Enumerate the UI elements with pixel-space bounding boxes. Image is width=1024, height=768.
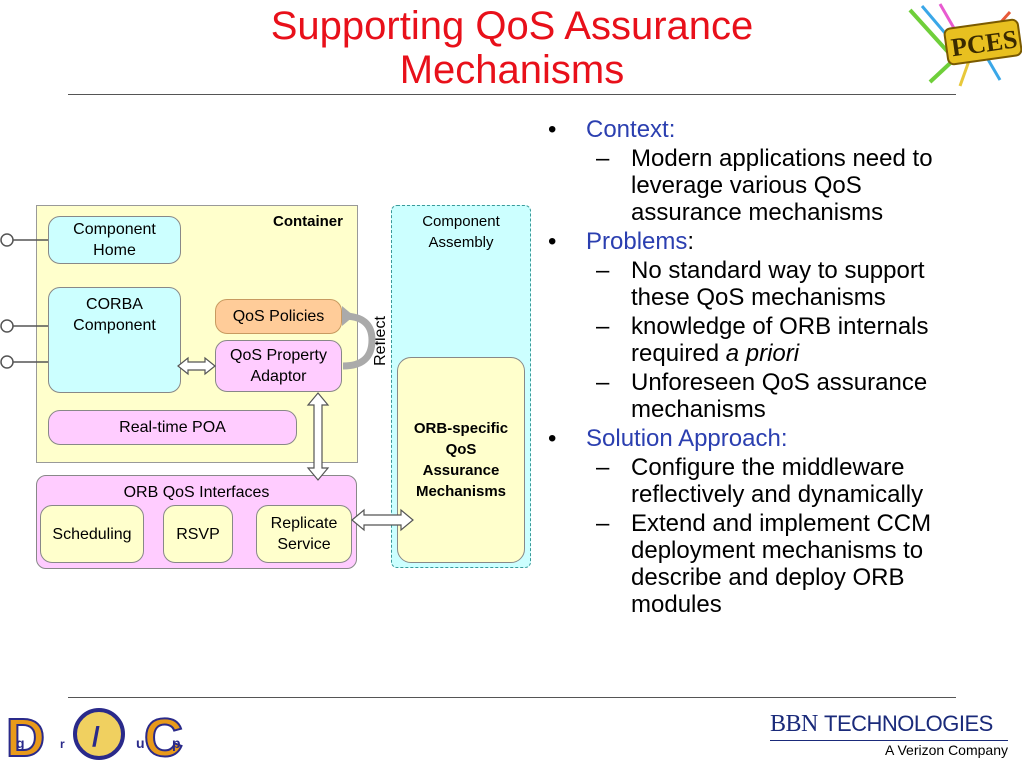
title-line-1: Supporting QoS Assurance <box>270 4 754 48</box>
diagram-arrows <box>177 306 414 532</box>
bbn-underline <box>770 740 1008 741</box>
orb-qos-interfaces-label: ORB QoS Interfaces <box>123 484 270 501</box>
bullet-solution: •Solution Approach: <box>548 425 788 452</box>
realtime-poa-box: Real-time POA <box>48 410 297 445</box>
bullet-context: •Context: <box>548 116 676 143</box>
sub-bullet: – knowledge of ORB internals required a … <box>596 313 929 367</box>
container-label: Container <box>272 213 343 230</box>
svg-text:u: u <box>136 735 145 751</box>
component-assembly-label: Component Assembly <box>422 213 500 251</box>
scheduling-box: Scheduling <box>40 505 144 563</box>
svg-text:C: C <box>144 708 183 764</box>
bullet-problems: •Problems: <box>548 228 695 255</box>
slide-title: Supporting QoS Assurance Mechanisms <box>160 4 864 92</box>
svg-text:p: p <box>172 735 181 751</box>
pces-logo-icon: PCES <box>908 3 1022 87</box>
qos-policies-box: QoS Policies <box>215 299 342 334</box>
port-connectors <box>0 233 48 369</box>
title-line-2: Mechanisms <box>399 48 625 92</box>
svg-text:/: / <box>92 721 100 752</box>
svg-text:D: D <box>6 708 45 764</box>
rsvp-box: RSVP <box>163 505 233 563</box>
svg-text:g: g <box>16 735 25 751</box>
bottom-rule <box>68 697 956 698</box>
orb-specific-box: ORB-specific QoS Assurance Mechanisms <box>397 357 525 563</box>
verizon-tagline: A Verizon Company <box>885 742 1008 758</box>
doc-group-logo-icon: D g r / u C p <box>5 707 184 764</box>
svg-text:r: r <box>60 737 65 751</box>
top-rule <box>68 94 956 95</box>
bbn-technologies-logo: BBN TECHNOLOGIES <box>770 711 993 737</box>
